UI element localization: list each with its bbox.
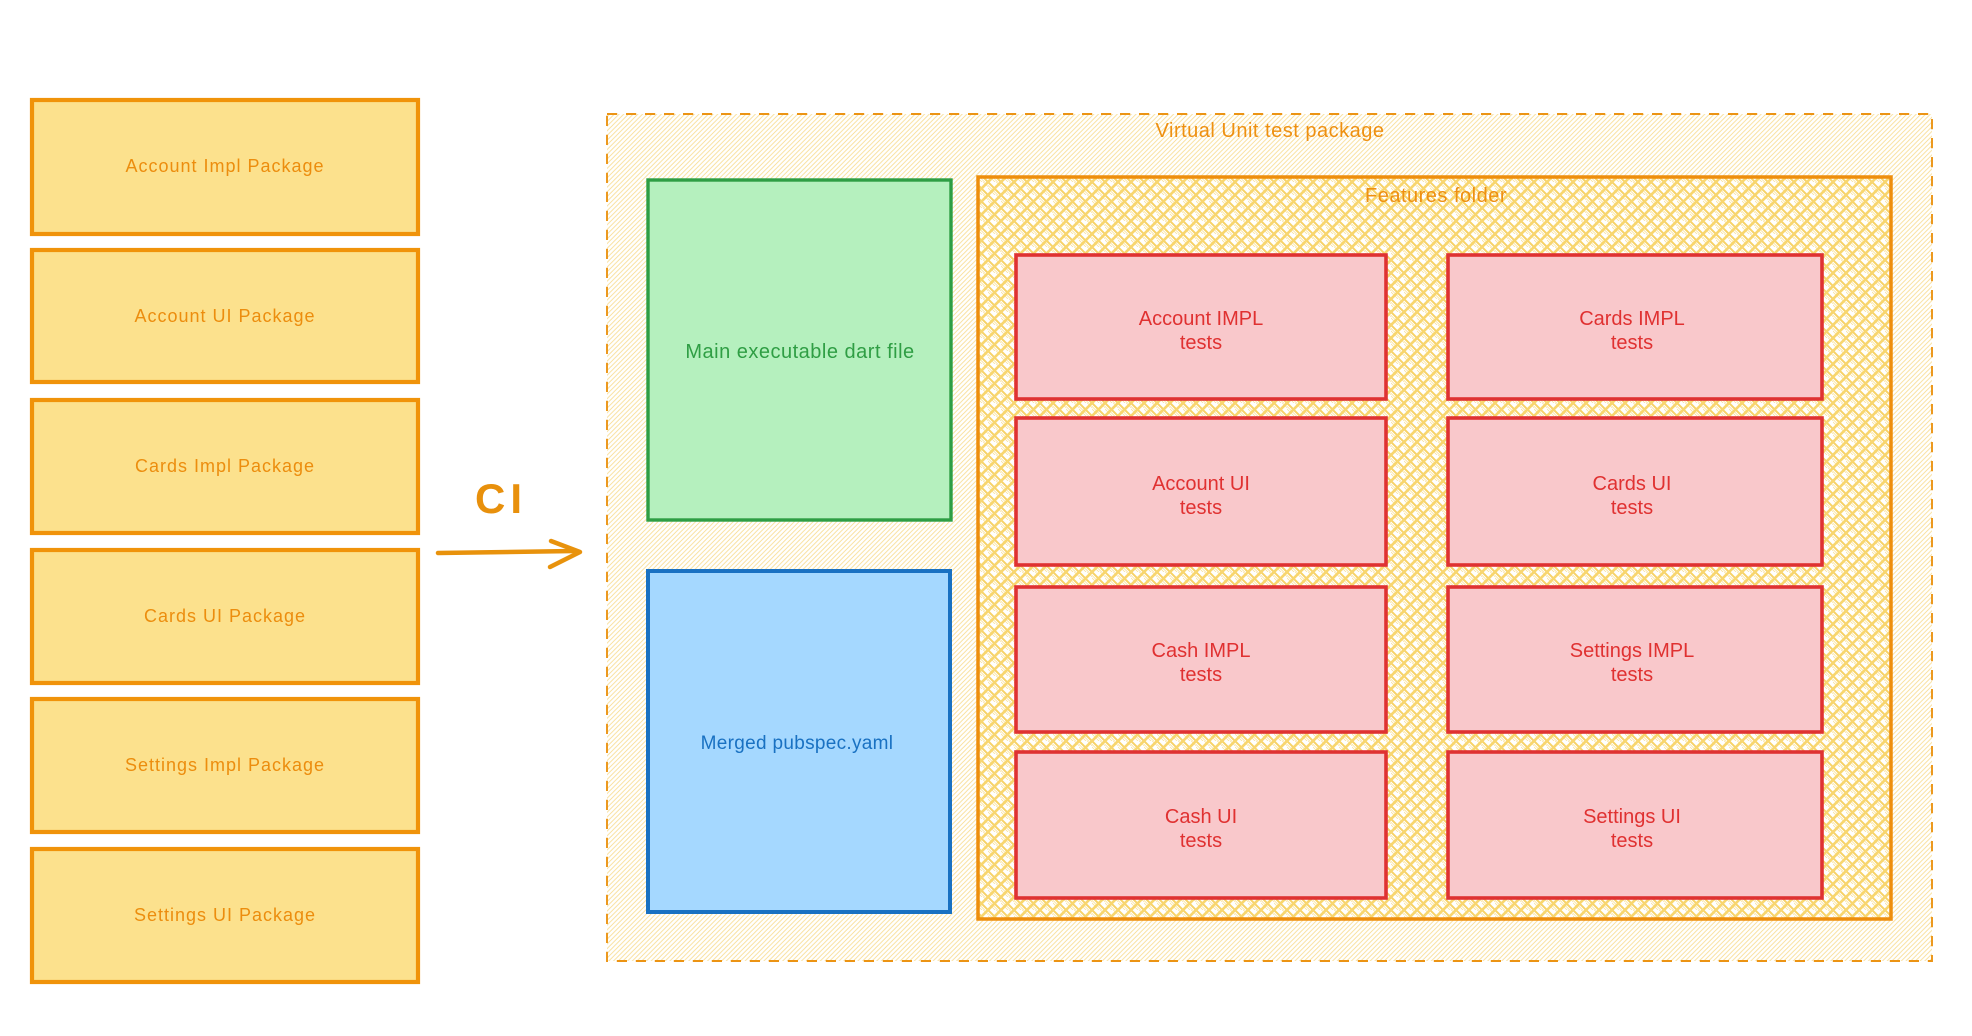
svg-text:Account IMPL: Account IMPL bbox=[1139, 308, 1264, 330]
svg-text:tests: tests bbox=[1611, 497, 1653, 519]
svg-text:Cash UI: Cash UI bbox=[1165, 806, 1237, 828]
svg-text:tests: tests bbox=[1611, 830, 1653, 852]
svg-text:Cards IMPL: Cards IMPL bbox=[1579, 308, 1685, 330]
svg-text:Settings UI Package: Settings UI Package bbox=[134, 905, 316, 925]
svg-text:tests: tests bbox=[1180, 664, 1222, 686]
svg-text:Features folder: Features folder bbox=[1365, 185, 1507, 207]
svg-text:Cards Impl Package: Cards Impl Package bbox=[135, 456, 315, 476]
svg-text:Merged pubspec.yaml: Merged pubspec.yaml bbox=[701, 733, 894, 754]
svg-text:CI: CI bbox=[475, 475, 527, 522]
svg-text:tests: tests bbox=[1611, 664, 1653, 686]
svg-text:tests: tests bbox=[1180, 497, 1222, 519]
svg-text:Account UI Package: Account UI Package bbox=[134, 306, 315, 326]
svg-text:Account UI: Account UI bbox=[1152, 473, 1250, 495]
svg-text:Cash IMPL: Cash IMPL bbox=[1152, 640, 1251, 662]
svg-text:tests: tests bbox=[1611, 332, 1653, 354]
svg-text:Main executable dart file: Main executable dart file bbox=[685, 341, 914, 363]
svg-text:Settings UI: Settings UI bbox=[1583, 806, 1681, 828]
svg-text:tests: tests bbox=[1180, 332, 1222, 354]
svg-text:Settings IMPL: Settings IMPL bbox=[1570, 640, 1695, 662]
svg-text:Cards UI: Cards UI bbox=[1593, 473, 1672, 495]
svg-text:Cards UI Package: Cards UI Package bbox=[144, 606, 306, 626]
svg-text:tests: tests bbox=[1180, 830, 1222, 852]
svg-text:Settings Impl Package: Settings Impl Package bbox=[125, 755, 325, 775]
svg-text:Virtual Unit test package: Virtual Unit test package bbox=[1156, 120, 1385, 142]
svg-text:Account Impl Package: Account Impl Package bbox=[125, 156, 324, 176]
